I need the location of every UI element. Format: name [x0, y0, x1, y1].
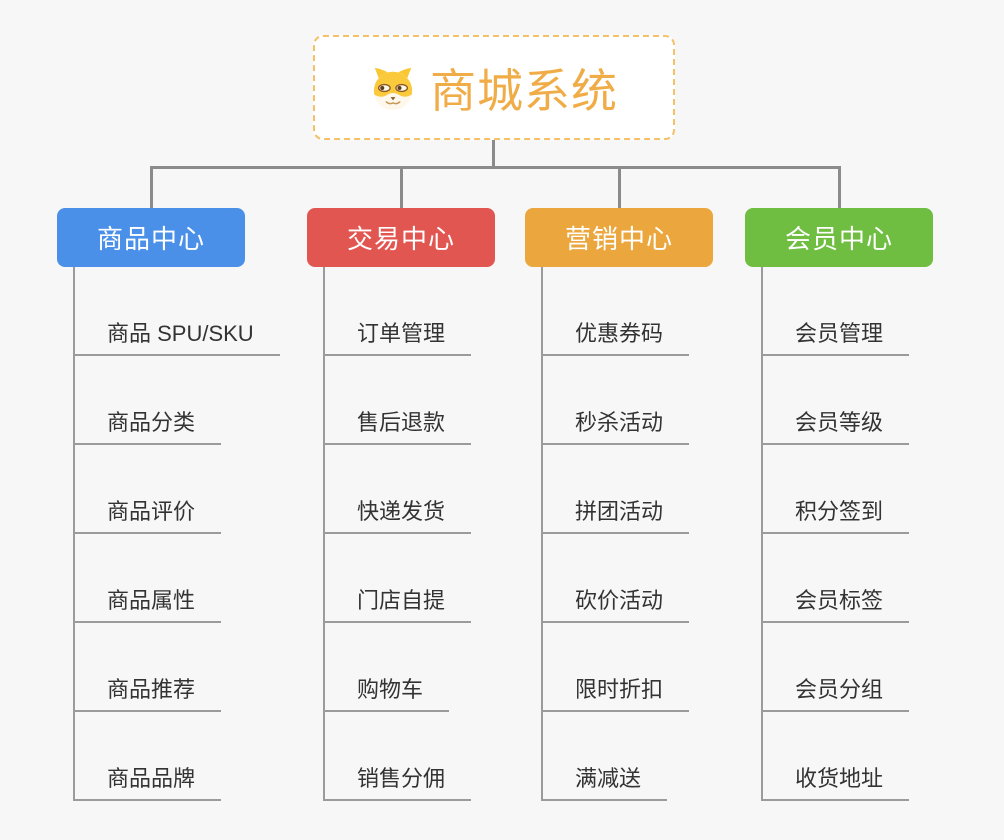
leaf-row: 满减送 [541, 712, 785, 801]
leaf-item[interactable]: 商品推荐 [73, 672, 222, 712]
leaf-row: 门店自提 [323, 534, 567, 623]
leaf-item[interactable]: 优惠券码 [541, 316, 690, 356]
leaf-item[interactable]: 会员管理 [761, 316, 910, 356]
leaf-item[interactable]: 销售分佣 [323, 761, 472, 801]
leaf-item[interactable]: 售后退款 [323, 405, 472, 445]
leaf-item[interactable]: 订单管理 [323, 316, 472, 356]
branch-spine-line [73, 267, 75, 801]
branch-node-4[interactable]: 会员中心 [745, 208, 933, 267]
connector-drop [618, 166, 621, 208]
leaf-item[interactable]: 限时折扣 [541, 672, 690, 712]
leaf-item[interactable]: 快递发货 [323, 494, 472, 534]
branch-spine-line [761, 267, 763, 801]
branch-node-2[interactable]: 交易中心 [307, 208, 495, 267]
leaf-item[interactable]: 会员分组 [761, 672, 910, 712]
leaf-item[interactable]: 拼团活动 [541, 494, 690, 534]
leaf-row: 销售分佣 [323, 712, 567, 801]
leaf-row: 商品 SPU/SKU [73, 267, 317, 356]
root-title: 商城系统 [430, 64, 618, 117]
leaf-row: 售后退款 [323, 356, 567, 445]
leaf-item[interactable]: 收货地址 [761, 761, 910, 801]
doge-icon [370, 65, 416, 111]
leaf-row: 优惠券码 [541, 267, 785, 356]
leaf-item[interactable]: 商品属性 [73, 583, 222, 623]
branch-column: 交易中心 订单管理售后退款快递发货门店自提购物车销售分佣 [307, 208, 567, 801]
connector-drop [150, 166, 153, 208]
leaf-row: 会员标签 [761, 534, 1004, 623]
leaf-row: 会员管理 [761, 267, 1004, 356]
leaf-item[interactable]: 商品 SPU/SKU [73, 316, 280, 356]
root-node[interactable]: 商城系统 [313, 35, 675, 140]
branch-spine-line [541, 267, 543, 801]
leaf-item[interactable]: 商品分类 [73, 405, 222, 445]
branch-items: 订单管理售后退款快递发货门店自提购物车销售分佣 [323, 267, 567, 801]
leaf-item[interactable]: 会员等级 [761, 405, 910, 445]
leaf-row: 限时折扣 [541, 623, 785, 712]
connector-root-stub [492, 140, 495, 166]
branch-node-1[interactable]: 商品中心 [57, 208, 245, 267]
leaf-row: 商品属性 [73, 534, 317, 623]
leaf-row: 商品品牌 [73, 712, 317, 801]
leaf-item[interactable]: 购物车 [323, 672, 450, 712]
leaf-row: 会员等级 [761, 356, 1004, 445]
leaf-row: 砍价活动 [541, 534, 785, 623]
leaf-row: 快递发货 [323, 445, 567, 534]
leaf-row: 收货地址 [761, 712, 1004, 801]
leaf-row: 积分签到 [761, 445, 1004, 534]
connector-bus [150, 166, 841, 169]
connector-drop [838, 166, 841, 208]
branch-column: 会员中心 会员管理会员等级积分签到会员标签会员分组收货地址 [745, 208, 1004, 801]
leaf-row: 订单管理 [323, 267, 567, 356]
branch-column: 商品中心 商品 SPU/SKU 商品分类商品评价商品属性商品推荐商品品牌 [57, 208, 317, 801]
branch-items: 优惠券码秒杀活动拼团活动砍价活动限时折扣满减送 [541, 267, 785, 801]
connector-drop [400, 166, 403, 208]
leaf-item[interactable]: 满减送 [541, 761, 668, 801]
branch-items: 商品 SPU/SKU 商品分类商品评价商品属性商品推荐商品品牌 [73, 267, 317, 801]
leaf-item[interactable]: 秒杀活动 [541, 405, 690, 445]
leaf-row: 秒杀活动 [541, 356, 785, 445]
leaf-item[interactable]: 商品评价 [73, 494, 222, 534]
leaf-item[interactable]: 会员标签 [761, 583, 910, 623]
leaf-row: 商品评价 [73, 445, 317, 534]
branch-column: 营销中心 优惠券码秒杀活动拼团活动砍价活动限时折扣满减送 [525, 208, 785, 801]
leaf-item[interactable]: 砍价活动 [541, 583, 690, 623]
leaf-row: 商品推荐 [73, 623, 317, 712]
leaf-item[interactable]: 门店自提 [323, 583, 472, 623]
leaf-row: 会员分组 [761, 623, 1004, 712]
branch-node-3[interactable]: 营销中心 [525, 208, 713, 267]
branch-spine-line [323, 267, 325, 801]
leaf-row: 商品分类 [73, 356, 317, 445]
leaf-row: 购物车 [323, 623, 567, 712]
leaf-item[interactable]: 积分签到 [761, 494, 910, 534]
leaf-item[interactable]: 商品品牌 [73, 761, 222, 801]
leaf-row: 拼团活动 [541, 445, 785, 534]
branch-items: 会员管理会员等级积分签到会员标签会员分组收货地址 [761, 267, 1004, 801]
